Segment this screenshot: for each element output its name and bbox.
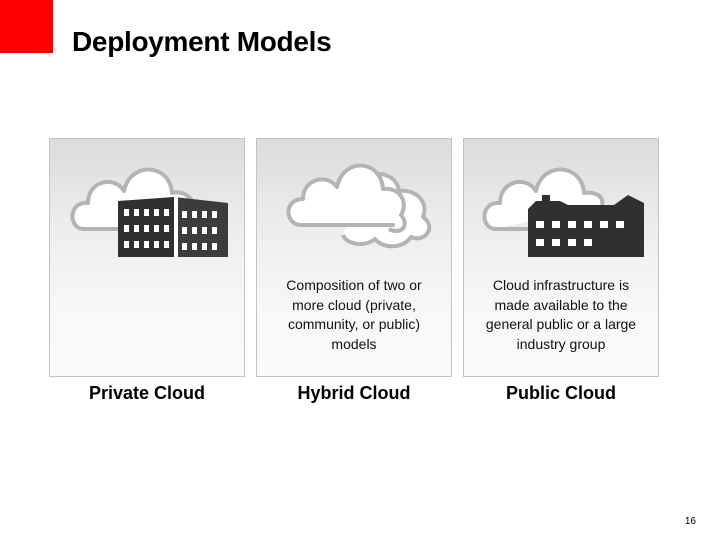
page-number: 16 [684, 516, 696, 527]
public-cloud-label: Public Cloud [506, 383, 616, 403]
red-corner-accent [0, 0, 53, 53]
slide-title: Deployment Models [72, 26, 332, 57]
private-cloud-card [49, 138, 245, 377]
private-cloud-label: Private Cloud [88, 383, 206, 403]
double-cloud-icon [286, 163, 432, 249]
cloud-with-building-icon [70, 167, 228, 257]
public-cloud-description: Cloud infrastructure is made available t… [485, 277, 637, 352]
hybrid-cloud-label: Hybrid Cloud [297, 383, 411, 403]
hybrid-cloud-card: Composition of two or more cloud (privat… [256, 138, 452, 377]
cloud-with-factory-icon [482, 167, 644, 257]
public-cloud-card: Cloud infrastructure is made available t… [463, 138, 659, 377]
hybrid-cloud-description: Composition of two or more cloud (privat… [286, 277, 422, 352]
